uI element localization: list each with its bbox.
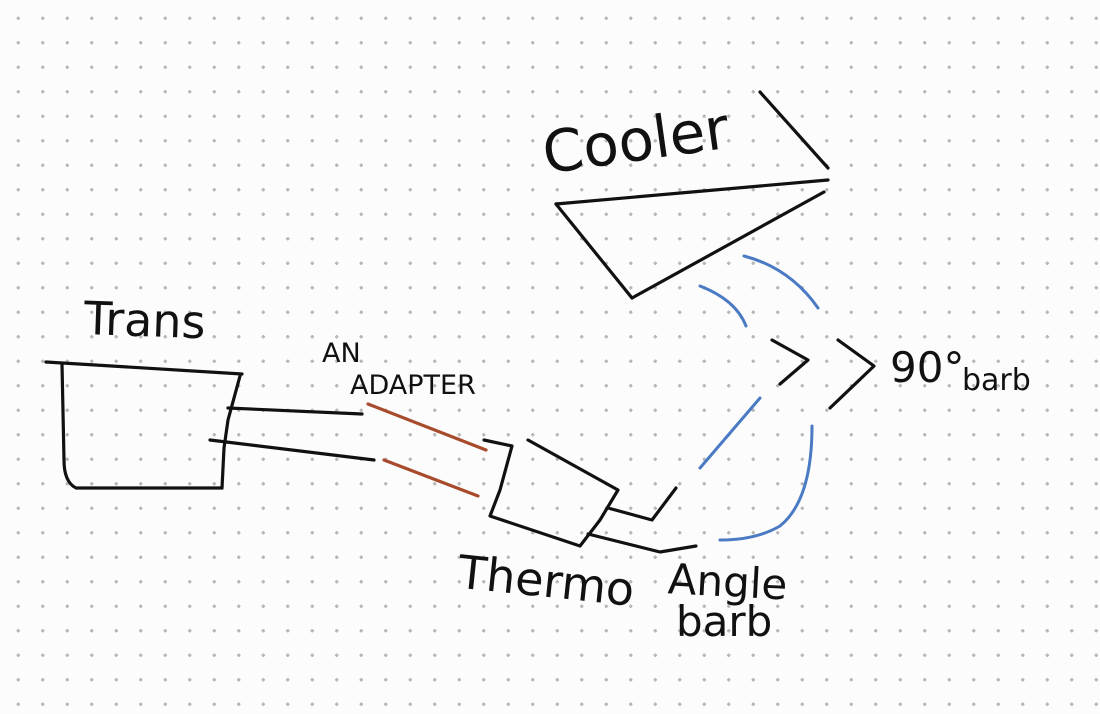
- trans-label: Trans: [82, 291, 206, 349]
- barb-label: barb: [962, 363, 1031, 398]
- cooler-box: [554, 90, 830, 300]
- cooler-lines: [698, 254, 820, 542]
- ninety-barb-fitting: [770, 338, 876, 410]
- an-adapter-lines: [366, 402, 488, 498]
- ninety-degree-label: 90°: [890, 343, 964, 392]
- trans-lines: [208, 406, 376, 462]
- cooler-label: Cooler: [538, 94, 733, 187]
- an-label: AN: [322, 338, 361, 369]
- thermo-box: [482, 438, 620, 548]
- thermo-outlet-lines: [586, 486, 698, 554]
- angle-label: Angle: [667, 554, 789, 609]
- adapter-label: ADAPTER: [350, 370, 476, 401]
- thermo-label: Thermo: [455, 545, 637, 617]
- trans-box: [44, 360, 244, 490]
- angle-barb-label: barb: [676, 597, 772, 646]
